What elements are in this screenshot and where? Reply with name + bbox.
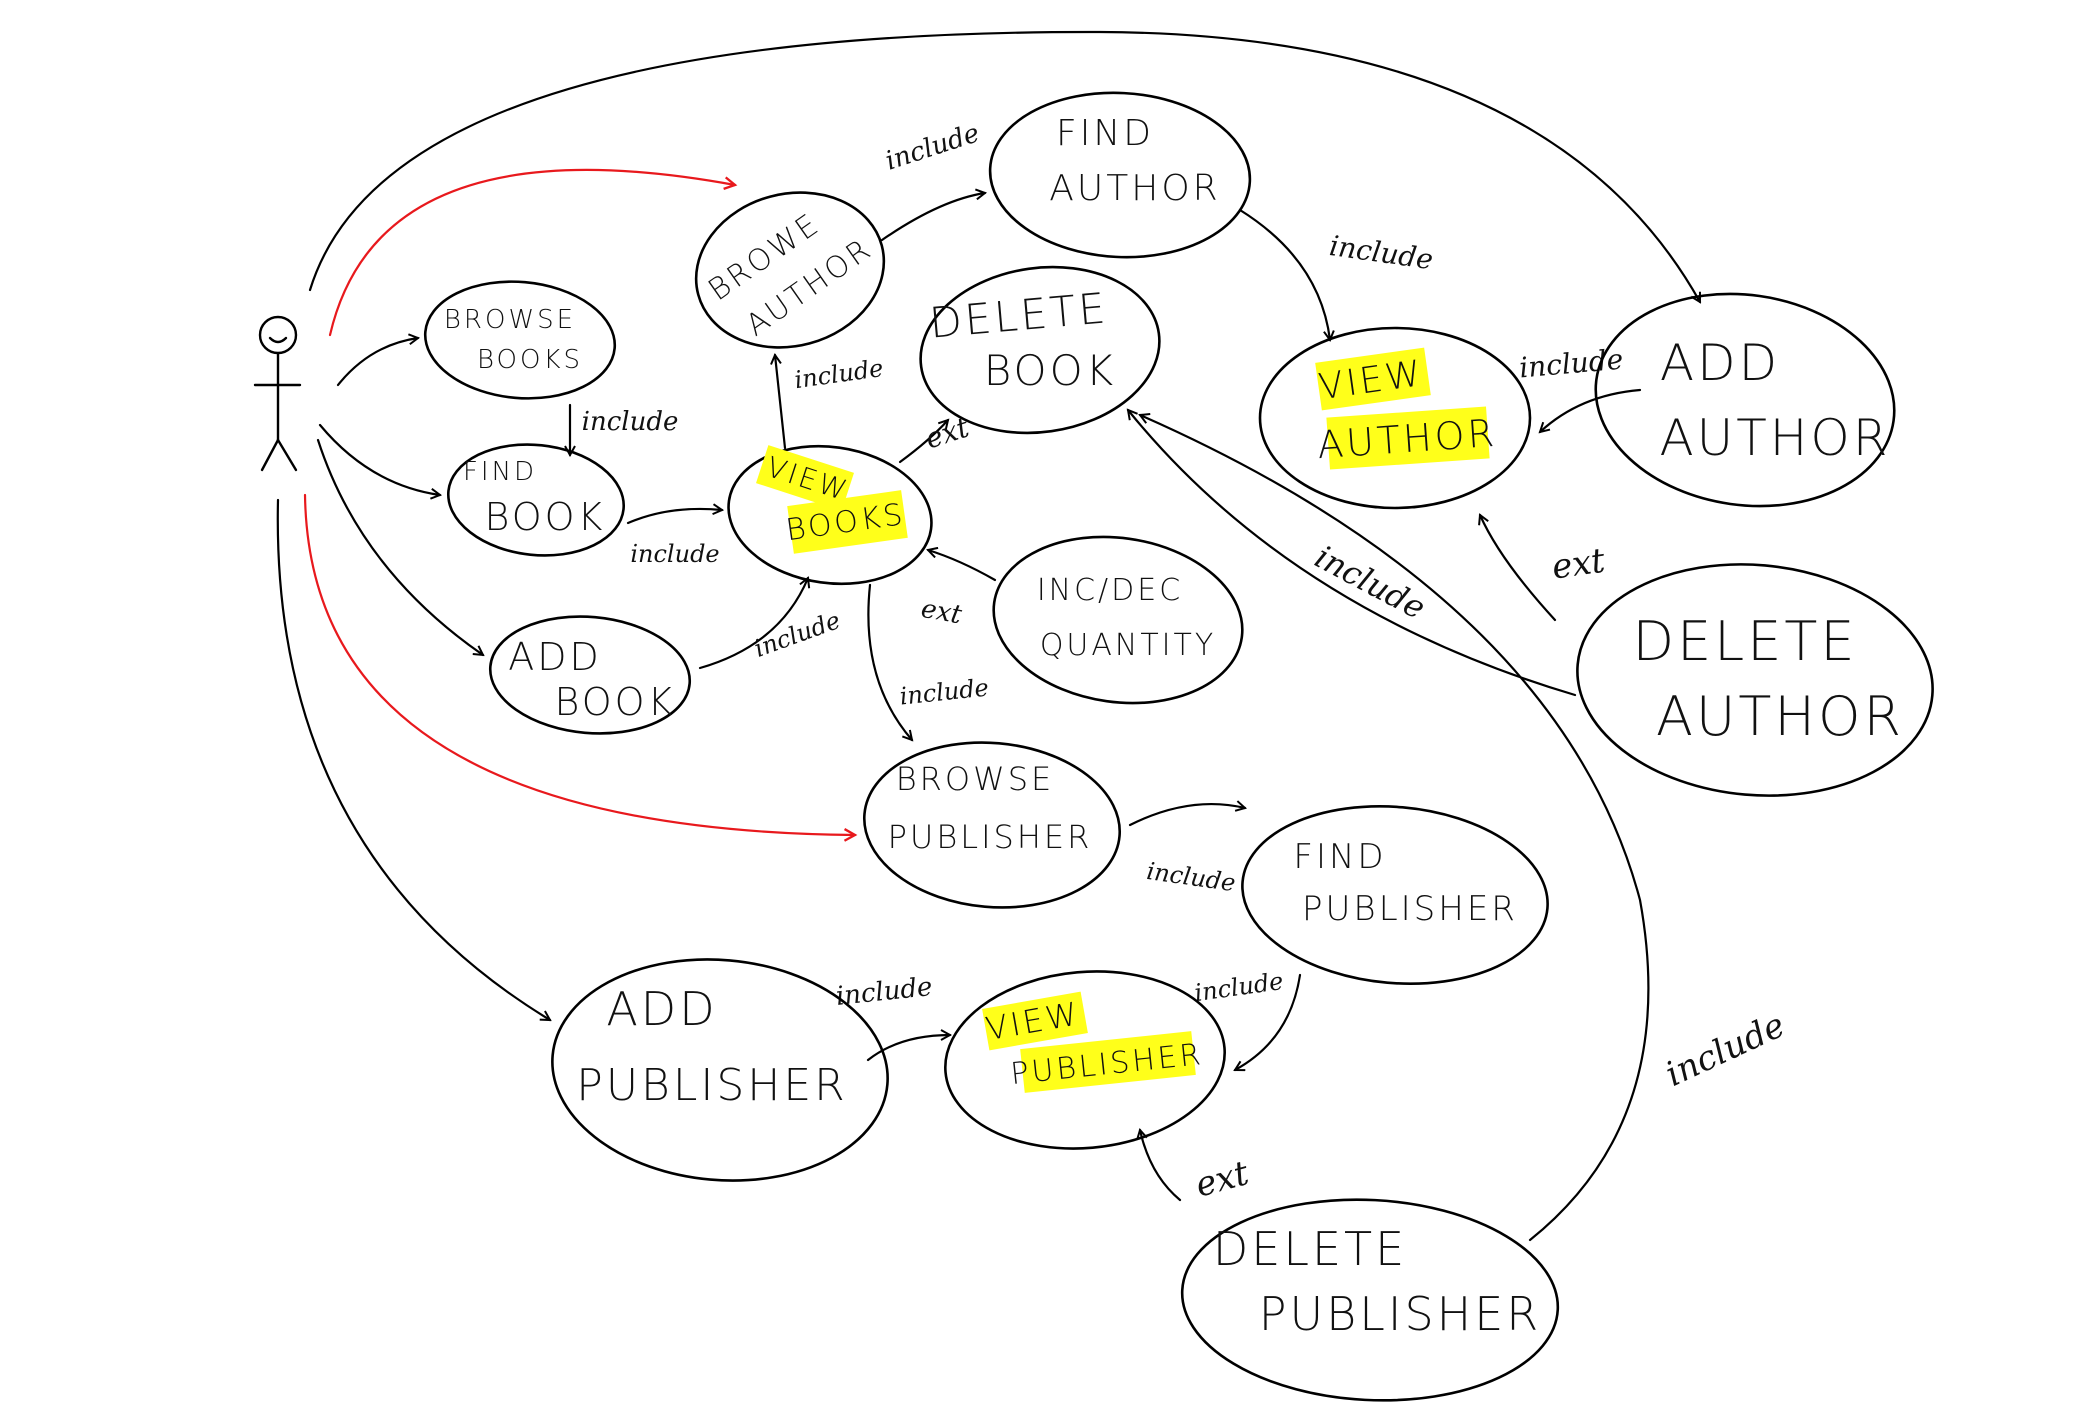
relations (570, 193, 1650, 1242)
use-case-label: DELETE (927, 283, 1110, 347)
use-case-view-books[interactable]: VIEW BOOKS (720, 433, 941, 596)
use-case-delete-publisher: DELETE PUBLISHER (1180, 1198, 1560, 1402)
use-case-label: ADD (606, 982, 717, 1036)
edge-add-book-view-books (698, 578, 808, 670)
use-case-add-book: ADD BOOK (488, 615, 692, 735)
use-case-label: BOOK (485, 495, 606, 539)
label-include-delete-book-long: include (1309, 538, 1432, 627)
use-case-add-author: ADD AUTHOR (1594, 292, 1896, 508)
edge-actor-add-book (316, 438, 483, 655)
edge-add-publisher-view-publisher (866, 1035, 950, 1062)
edge-find-author-view-author (1238, 208, 1330, 340)
use-case-label: QUANTITY (1040, 628, 1216, 663)
use-case-label: VIEW (983, 994, 1083, 1048)
highlight-view-author (1315, 347, 1431, 411)
use-case-label: PUBLISHER (576, 1060, 847, 1111)
label-ext-delete-author: ext (1549, 541, 1607, 588)
edge-actor-browse-books (336, 338, 418, 387)
use-case-delete-author: DELETE AUTHOR (1576, 563, 1934, 797)
label-include-view-author: include (1327, 229, 1435, 276)
edge-delete-author-delete-book (1128, 410, 1577, 697)
label-include-add-book: include (751, 606, 844, 663)
use-case-label: FIND (463, 457, 537, 487)
use-case-view-publisher[interactable]: VIEW PUBLISHER (938, 960, 1232, 1160)
edge-delete-publisher-view-publisher (1140, 1130, 1182, 1202)
edge-actor-add-author (308, 30, 1702, 302)
highlight-view-books (787, 490, 908, 554)
label-ext-delete-book: ext (921, 410, 973, 455)
use-case-browse-author: BROWE AUTHOR (694, 191, 886, 349)
label-include-find-book: include (630, 540, 719, 568)
edge-actor-browse-publisher-red (303, 493, 855, 835)
label-include-browse-publisher: include (898, 673, 990, 710)
edge-browse-publisher-find-publisher (1128, 804, 1245, 827)
use-case-label: BOOK (984, 346, 1116, 395)
use-case-browse-books: BROWSE BOOKS (423, 280, 617, 400)
edge-view-books-delete-book (898, 420, 948, 464)
use-case-label: FIND (1293, 837, 1386, 877)
use-case-find-publisher: FIND PUBLISHER (1241, 805, 1549, 985)
use-case-label: AUTHOR (1656, 685, 1904, 748)
use-case-add-publisher: ADD PUBLISHER (551, 958, 889, 1182)
label-include-browse-author: include (793, 354, 885, 394)
use-case-label: BROWSE (444, 305, 576, 335)
edge-find-book-view-books (626, 509, 722, 525)
edge-actor-browse-author-red (328, 168, 735, 337)
edge-find-publisher-view-publisher (1235, 973, 1302, 1072)
label-include-delete-publisher-long: include (1660, 1005, 1792, 1095)
use-case-label: BOOK (555, 680, 676, 724)
edge-browse-author-find-author (880, 193, 985, 242)
use-case-label: INC/DEC (1037, 573, 1183, 608)
highlight-view-publisher (982, 991, 1088, 1051)
use-case-label: AUTHOR (1049, 168, 1220, 209)
use-case-delete-book: DELETE BOOK (919, 265, 1161, 435)
use-case-find-book: FIND BOOK (446, 443, 626, 557)
use-case-label: PUBLISHER (888, 818, 1093, 856)
use-case-browse-publisher: BROWSE PUBLISHER (862, 741, 1122, 909)
highlight-view-books (756, 445, 854, 511)
use-case-inc-dec-quantity: INC/DEC QUANTITY (992, 535, 1244, 705)
edge-view-books-browse-author (775, 355, 787, 450)
edge-view-books-browse-publisher (867, 583, 912, 740)
label-ext-delete-publisher: ext (1191, 1153, 1253, 1205)
actor-associations (276, 30, 1702, 1022)
use-case-label: ADD (1660, 334, 1780, 392)
edge-add-author-view-author (1540, 388, 1642, 432)
edge-incdec-view-books (928, 550, 997, 582)
use-case-label: FIND (1056, 113, 1154, 154)
highlight-view-author (1326, 406, 1490, 470)
actor-stick-figure (253, 315, 302, 472)
highlight-view-publisher (1020, 1031, 1196, 1093)
use-case-view-author[interactable]: VIEW AUTHOR (1258, 326, 1532, 510)
label-ext-incdec: ext (919, 594, 965, 631)
label-include-find-author: include (882, 118, 983, 176)
label-include-view-publisher: include (1193, 967, 1285, 1007)
edge-actor-find-book (318, 423, 440, 495)
use-case-label: DELETE (1632, 610, 1857, 673)
edge-delete-publisher-delete-book (1140, 415, 1650, 1242)
edge-actor-add-publisher (276, 498, 550, 1022)
use-case-label: DELETE (1213, 1222, 1407, 1276)
edge-delete-author-view-author (1480, 515, 1557, 622)
label-include-browse-books: include (582, 407, 679, 437)
use-case-label: BOOKS (477, 345, 583, 375)
use-case-label: PUBLISHER (1259, 1287, 1542, 1341)
use-case-label: AUTHOR (1659, 409, 1890, 467)
use-case-label: BROWSE (896, 760, 1055, 798)
use-case-label: ADD (508, 635, 602, 679)
use-case-label: PUBLISHER (1302, 889, 1518, 929)
use-case-find-author: FIND AUTHOR (988, 91, 1252, 259)
label-include-find-publisher: include (1145, 857, 1237, 897)
